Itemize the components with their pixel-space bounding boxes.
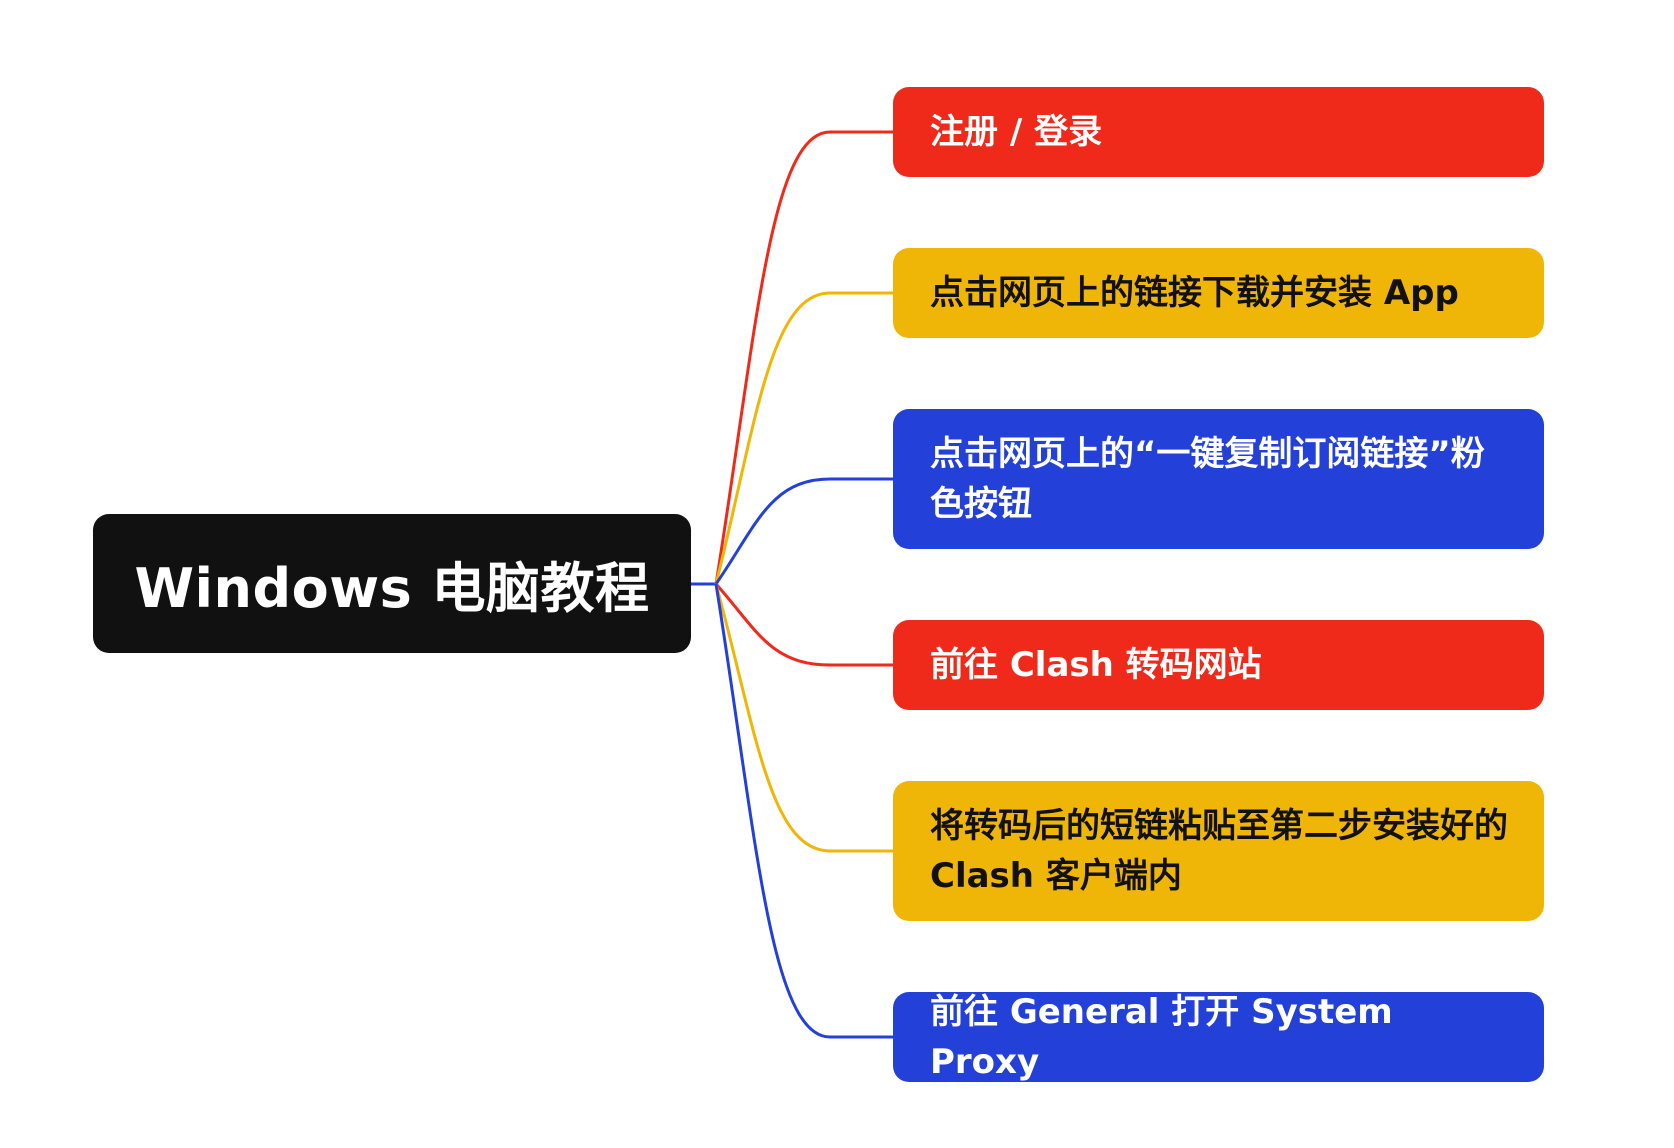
step-node-copy-subscription: 点击网页上的“一键复制订阅链接”粉色按钮 — [893, 409, 1544, 549]
step-label: 将转码后的短链粘贴至第二步安装好的 Clash 客户端内 — [930, 806, 1508, 896]
step-node-register: 注册 / 登录 — [893, 87, 1544, 177]
step-node-paste-link: 将转码后的短链粘贴至第二步安装好的 Clash 客户端内 — [893, 781, 1544, 921]
root-label: Windows 电脑教程 — [134, 557, 650, 620]
step-node-system-proxy: 前往 General 打开 System Proxy — [893, 992, 1544, 1082]
connector-line-0 — [714, 130, 893, 585]
step-node-clash-converter: 前往 Clash 转码网站 — [893, 620, 1544, 710]
step-label: 点击网页上的“一键复制订阅链接”粉色按钮 — [930, 434, 1485, 524]
step-node-download-app: 点击网页上的链接下载并安装 App — [893, 248, 1544, 338]
connector-line-2 — [714, 477, 893, 585]
step-label: 点击网页上的链接下载并安装 App — [930, 273, 1459, 313]
root-node: Windows 电脑教程 — [93, 514, 691, 653]
connector-line-5 — [714, 583, 893, 1039]
step-label: 注册 / 登录 — [930, 112, 1103, 152]
connector-line-4 — [714, 583, 893, 853]
step-label: 前往 Clash 转码网站 — [930, 645, 1262, 685]
connector-line-3 — [714, 582, 893, 667]
step-label: 前往 General 打开 System Proxy — [930, 992, 1393, 1082]
connector-line-1 — [714, 291, 893, 585]
